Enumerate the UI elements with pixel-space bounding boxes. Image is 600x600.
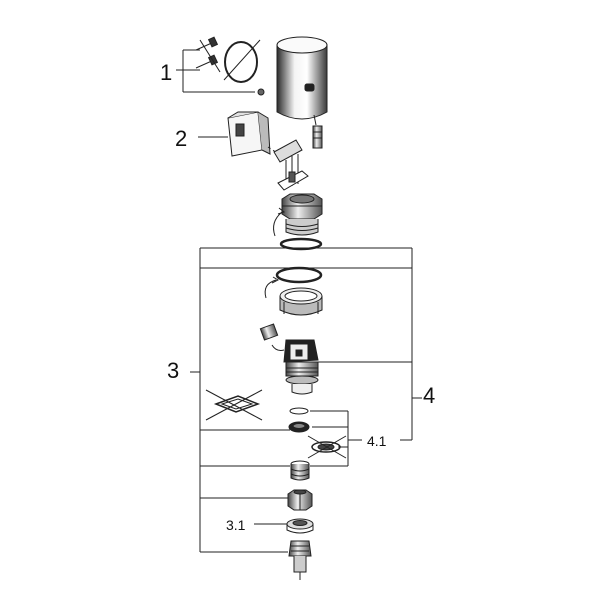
ring-housing (264, 276, 323, 316)
callout-4-1: 4.1 (367, 433, 387, 449)
screw-lower (195, 54, 219, 69)
callout-4: 4 (423, 383, 436, 408)
sensor-housing (276, 36, 328, 149)
callout-2: 2 (175, 126, 188, 151)
o-ring (224, 41, 258, 83)
crossed-gasket-left (205, 389, 263, 421)
part-2-bracket (198, 111, 271, 157)
o-ring-large (275, 266, 323, 284)
callout-3: 3 (167, 358, 180, 383)
bottom-connector (288, 540, 312, 580)
screw-upper (195, 36, 219, 51)
o-ring-upper (279, 237, 323, 251)
seal-washer (288, 421, 348, 433)
callout-3-1: 3.1 (226, 517, 246, 533)
spring-cartridge (290, 460, 310, 481)
o-ring-small (289, 407, 309, 415)
small-screw (257, 88, 265, 96)
cable-holder (267, 139, 309, 191)
solenoid-valve (259, 323, 319, 395)
threaded-nut (273, 193, 323, 237)
callout-1: 1 (160, 60, 173, 85)
washer-3-1 (254, 518, 314, 534)
hex-fitting (287, 489, 313, 511)
part-1-screw-set (176, 36, 265, 96)
crossed-filter-right (307, 411, 412, 467)
